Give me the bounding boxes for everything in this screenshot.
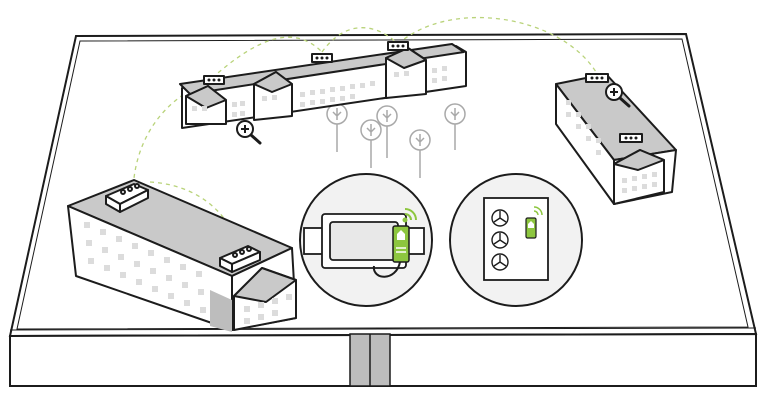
building-right [555,73,677,205]
duct-unit [303,213,425,269]
building-top-long [179,41,467,129]
rooftop-unit [387,41,409,51]
zoom-disc-fan-panel [449,173,583,307]
link-arc [149,181,241,251]
wifi-signal-icon [533,206,543,216]
platform-support-post [349,333,391,387]
wifi-signal-icon [402,208,417,223]
link-arc [321,27,399,53]
windows [192,66,447,117]
rooftop-unit [311,53,333,63]
link-arc [211,36,323,79]
tree [444,103,466,150]
link-arc [397,16,597,73]
tree [360,119,382,168]
windows [84,222,292,324]
building-left-front [67,179,297,332]
magnifier-plus-icon[interactable] [236,120,262,145]
sensor-cable [372,261,401,278]
rooftop-unit [203,75,225,85]
trees [326,103,466,178]
tree [326,103,348,152]
fan-icon [491,209,509,227]
sensor-device-icon [525,217,537,239]
fan-icon [491,231,509,249]
sensor-device-icon [392,225,410,263]
tree [376,105,398,158]
rooftop-unit [619,133,643,143]
link-arc [133,79,213,179]
platform-top-inner [16,38,749,330]
rooftop-unit [219,245,261,273]
magnifier-plus-icon[interactable] [605,83,631,108]
rooftop-unit [105,183,149,213]
tree [409,129,431,178]
windows [566,100,657,193]
fan-icon [491,253,509,271]
rooftop-unit [585,73,609,83]
zoom-disc-unit-interior [299,173,433,307]
